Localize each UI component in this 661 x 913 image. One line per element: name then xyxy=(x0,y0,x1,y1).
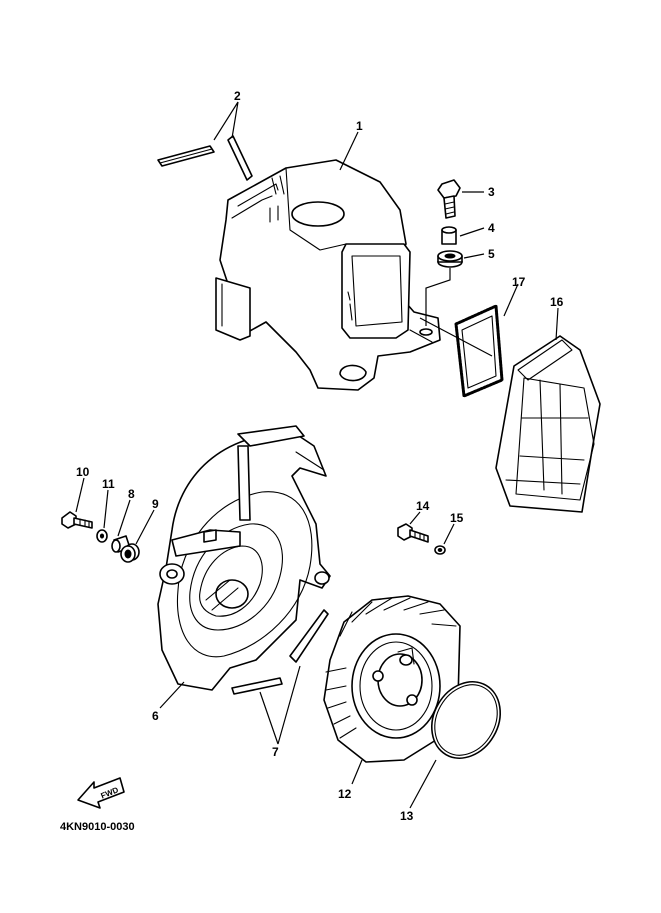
callout-17: 17 xyxy=(512,275,526,289)
callout-5: 5 xyxy=(488,247,495,261)
part-9-grommet xyxy=(120,543,140,563)
part-14-bolt xyxy=(397,523,429,543)
callout-13: 13 xyxy=(400,809,414,823)
callout-12: 12 xyxy=(338,787,352,801)
fwd-arrow-icon: FWD xyxy=(77,777,125,809)
part-13-o-ring xyxy=(431,681,501,759)
callout-labels: 2 1 3 4 5 17 16 10 11 8 9 14 15 6 7 12 1… xyxy=(76,89,564,823)
callout-3: 3 xyxy=(488,185,495,199)
callout-8: 8 xyxy=(128,487,135,501)
part-11-washer xyxy=(96,529,108,543)
drawing-code: 4KN9010-0030 xyxy=(60,821,135,833)
callout-1: 1 xyxy=(356,119,363,133)
callout-14: 14 xyxy=(416,499,430,513)
part-6-fan-housing xyxy=(157,425,331,691)
callout-2: 2 xyxy=(234,89,241,103)
callout-10: 10 xyxy=(76,465,90,479)
part-15-washer xyxy=(434,545,446,555)
part-4-collar xyxy=(441,226,457,245)
part-16-duct xyxy=(495,335,601,513)
part-2-blades xyxy=(157,135,253,181)
part-10-bolt xyxy=(61,511,93,529)
callout-6: 6 xyxy=(152,709,159,723)
part-17-gasket xyxy=(454,304,504,398)
callout-11: 11 xyxy=(102,477,115,491)
callout-9: 9 xyxy=(152,497,159,511)
part-3-bolt xyxy=(437,179,461,219)
callout-16: 16 xyxy=(550,295,564,309)
part-5-grommet xyxy=(437,250,463,268)
leader-lines xyxy=(75,101,559,809)
callout-7: 7 xyxy=(272,745,279,759)
callout-4: 4 xyxy=(488,221,495,235)
callout-15: 15 xyxy=(450,511,464,525)
part-1-shroud xyxy=(215,159,441,391)
part-7-strips xyxy=(231,609,329,695)
